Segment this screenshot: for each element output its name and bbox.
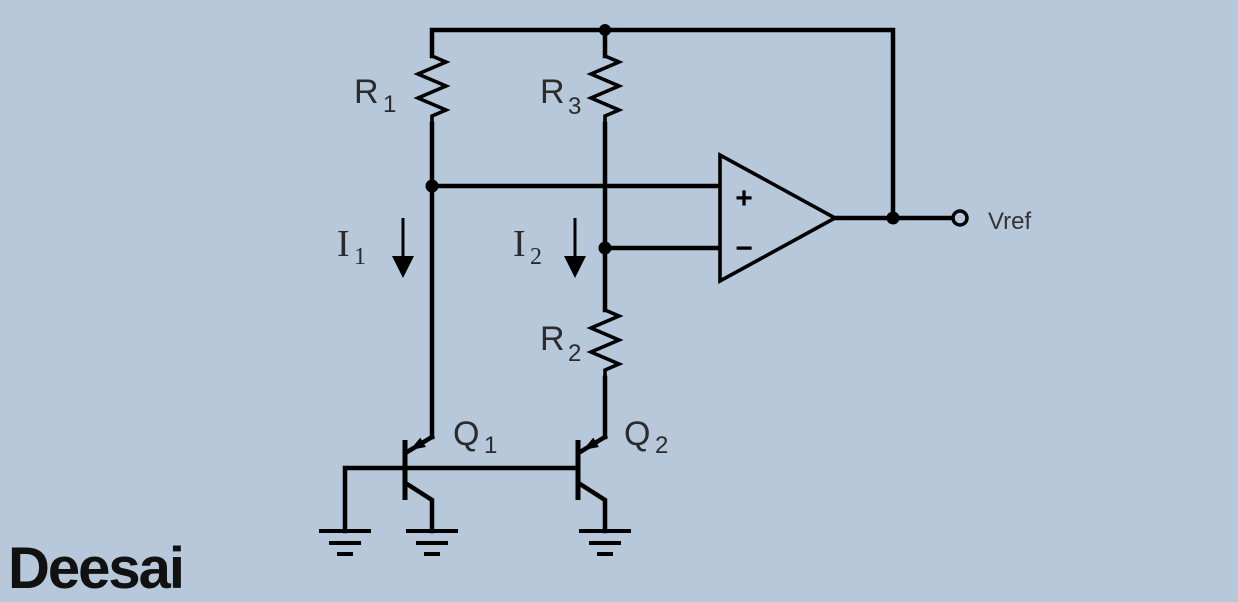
resistor-r3 xyxy=(586,54,624,124)
transistor-q1 xyxy=(402,433,436,534)
node-dot-output xyxy=(886,211,900,225)
q1-emitter-arrow-icon xyxy=(410,437,426,450)
label-q2: Q 2 xyxy=(624,415,668,459)
base-wire xyxy=(342,465,581,534)
top-supply-wire xyxy=(429,27,896,221)
label-i1-sub: 1 xyxy=(354,244,366,270)
label-q1-sub: 1 xyxy=(484,432,497,459)
label-q1-main: Q xyxy=(453,415,479,453)
ground-icon-q1 xyxy=(406,529,458,556)
down-arrow-icon xyxy=(564,256,586,278)
label-r1: R 1 xyxy=(354,73,396,118)
ground-icon-base xyxy=(319,529,371,556)
deesai-logo: Deesai xyxy=(8,536,183,601)
label-i1-main: I xyxy=(337,223,350,265)
q2-collector xyxy=(576,480,608,534)
label-i2-sub: 2 xyxy=(530,244,542,270)
label-q2-sub: 2 xyxy=(655,432,668,459)
label-q1: Q 1 xyxy=(453,415,497,459)
opamp-minus-sign: − xyxy=(735,232,753,265)
node-dot-plus xyxy=(425,179,439,193)
label-r3: R 3 xyxy=(540,73,581,120)
ground-icon-q2 xyxy=(579,529,631,556)
node-dot-top xyxy=(599,24,611,36)
output-terminal xyxy=(951,209,969,227)
label-r2-sub: 2 xyxy=(568,340,581,367)
down-arrow-icon xyxy=(392,256,414,278)
label-i2: I 2 xyxy=(513,223,542,270)
label-r3-sub: 3 xyxy=(568,93,581,120)
q2-emitter-arrow-icon xyxy=(583,437,599,450)
label-q2-main: Q xyxy=(624,415,650,453)
label-r1-sub: 1 xyxy=(383,91,396,118)
vref-label: Vref xyxy=(988,208,1031,235)
opamp-plus-sign: + xyxy=(735,182,753,215)
label-r1-main: R xyxy=(354,73,379,111)
resistor-r2 xyxy=(586,308,624,378)
opamp-triangle xyxy=(718,151,839,285)
q1-collector xyxy=(403,480,435,534)
resistor-r1 xyxy=(413,54,451,124)
transistor-q2 xyxy=(575,433,609,534)
current-arrow-i2 xyxy=(564,218,586,278)
label-i1: I 1 xyxy=(337,223,366,270)
current-arrow-i1 xyxy=(392,218,414,278)
node-dot-minus xyxy=(598,241,612,255)
label-r2: R 2 xyxy=(540,320,581,367)
label-i2-main: I xyxy=(513,223,526,265)
label-r2-main: R xyxy=(540,320,565,358)
label-r3-main: R xyxy=(540,73,565,111)
